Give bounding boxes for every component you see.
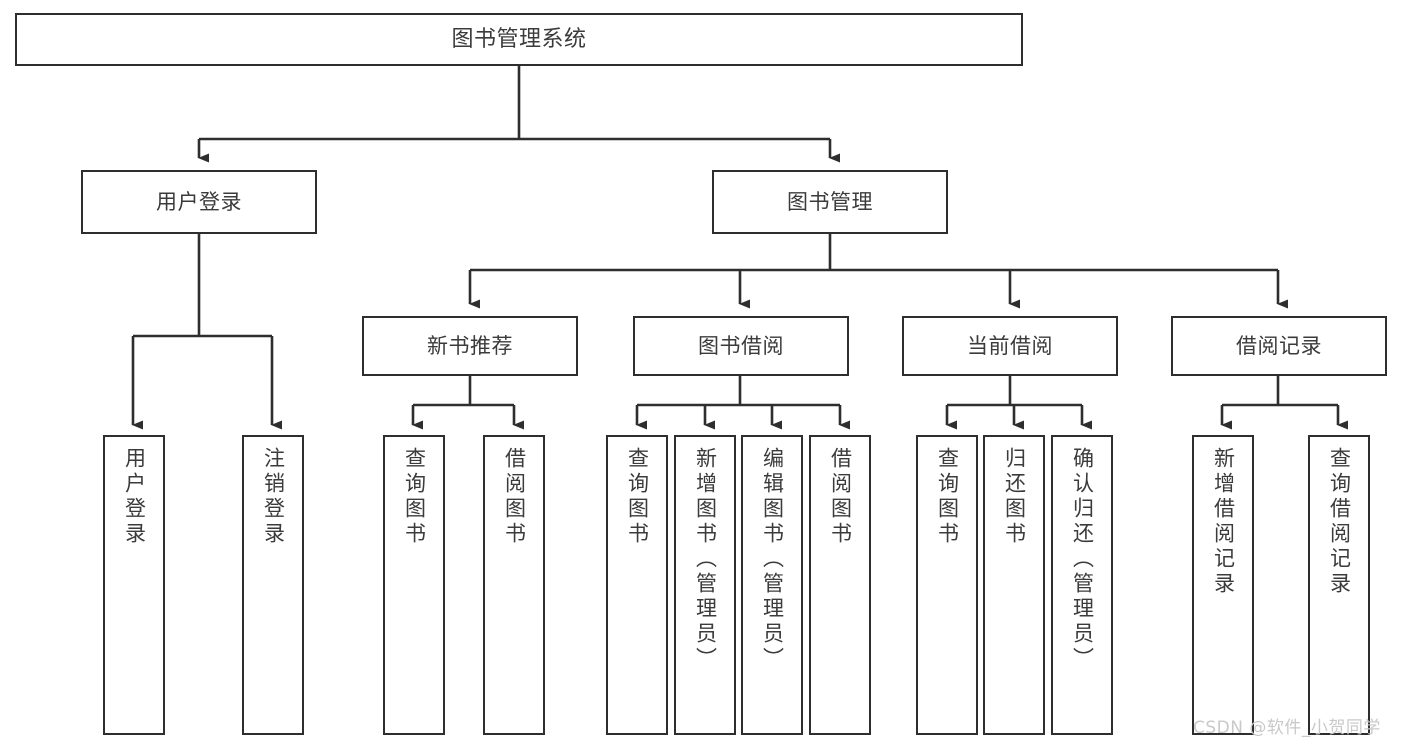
node-new-book-recommendation[interactable]: 新书推荐 — [362, 316, 578, 376]
watermark: CSDN @软件_小贺同学 — [1193, 718, 1381, 738]
leaf-edit-book-admin[interactable]: 编辑图书（管理员） — [741, 435, 803, 735]
leaf-logout[interactable]: 注销登录 — [242, 435, 304, 735]
leaf-borrow-books[interactable]: 借阅图书 — [809, 435, 871, 735]
node-label: 借阅记录 — [1236, 333, 1322, 358]
node-book-management[interactable]: 图书管理 — [712, 170, 948, 234]
node-book-borrowing[interactable]: 图书借阅 — [633, 316, 849, 376]
node-label: 注销登录 — [261, 447, 286, 547]
node-label: 查询借阅记录 — [1327, 447, 1352, 597]
node-label: 用户登录 — [122, 447, 147, 547]
leaf-query-books-newbook[interactable]: 查询图书 — [383, 435, 445, 735]
node-root-book-management-system[interactable]: 图书管理系统 — [15, 13, 1023, 66]
node-label: 新书推荐 — [427, 333, 513, 358]
node-label: 新增借阅记录 — [1211, 447, 1236, 597]
leaf-return-books[interactable]: 归还图书 — [983, 435, 1045, 735]
node-label: 借阅图书 — [502, 447, 527, 547]
node-label: 图书管理 — [787, 189, 873, 214]
node-user-login[interactable]: 用户登录 — [81, 170, 317, 234]
node-label: 确认归还（管理员） — [1070, 447, 1095, 672]
node-label: 用户登录 — [156, 189, 242, 214]
leaf-query-books-current[interactable]: 查询图书 — [916, 435, 978, 735]
leaf-user-login[interactable]: 用户登录 — [103, 435, 165, 735]
node-label: 图书借阅 — [698, 333, 784, 358]
leaf-query-books-borrow[interactable]: 查询图书 — [606, 435, 668, 735]
leaf-confirm-return-admin[interactable]: 确认归还（管理员） — [1051, 435, 1113, 735]
leaf-query-borrow-record[interactable]: 查询借阅记录 — [1308, 435, 1370, 735]
node-label: 借阅图书 — [828, 447, 853, 547]
node-label: 图书管理系统 — [451, 26, 587, 52]
leaf-add-borrow-record[interactable]: 新增借阅记录 — [1192, 435, 1254, 735]
node-label: 新增图书（管理员） — [693, 447, 718, 672]
node-label: 查询图书 — [402, 447, 427, 547]
node-borrowing-records[interactable]: 借阅记录 — [1171, 316, 1387, 376]
node-label: 查询图书 — [625, 447, 650, 547]
node-current-borrowing[interactable]: 当前借阅 — [902, 316, 1118, 376]
leaf-borrow-books-newbook[interactable]: 借阅图书 — [483, 435, 545, 735]
node-label: 编辑图书（管理员） — [760, 447, 785, 672]
node-label: 当前借阅 — [967, 333, 1053, 358]
node-label: 归还图书 — [1002, 447, 1027, 547]
leaf-add-book-admin[interactable]: 新增图书（管理员） — [674, 435, 736, 735]
node-label: 查询图书 — [935, 447, 960, 547]
